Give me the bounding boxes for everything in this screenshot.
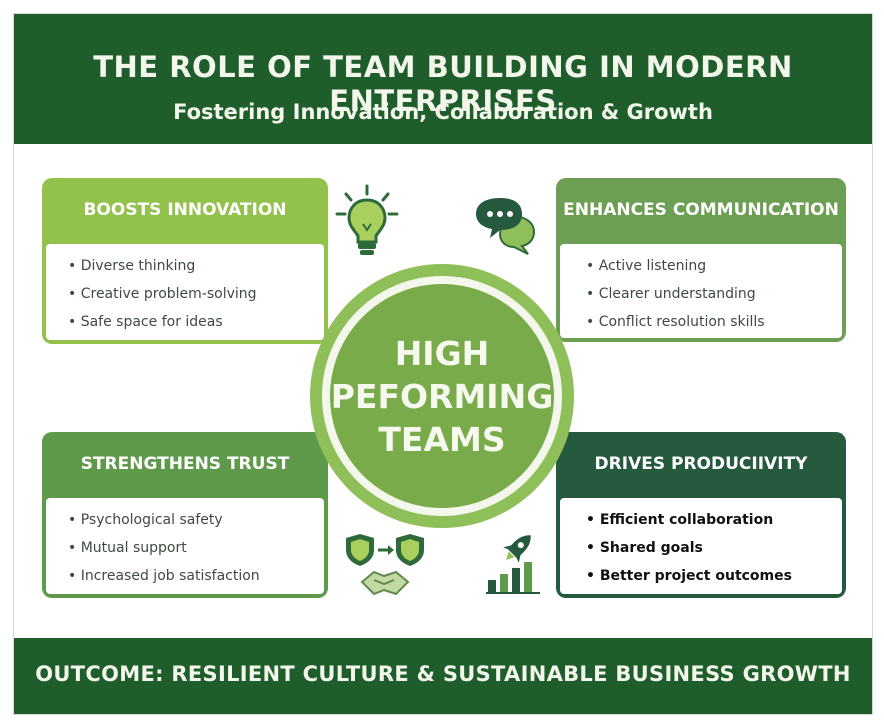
- list-item: Better project outcomes: [586, 562, 842, 590]
- rocket-growth-chart-icon: [486, 535, 540, 594]
- hub-text-line: TEAMS: [378, 419, 506, 459]
- header-banner: THE ROLE OF TEAM BUILDING IN MODERN ENTE…: [14, 14, 872, 144]
- hub-center: HIGH PEFORMING TEAMS: [330, 284, 554, 508]
- card-title: BOOSTS INNOVATION: [83, 200, 287, 220]
- card-title: DRIVES PRODUCIIVITY: [594, 454, 808, 474]
- card-list: Efficient collaboration Shared goals Bet…: [560, 498, 842, 594]
- lightbulb-icon: [335, 184, 399, 255]
- card-title: ENHANCES COMMUNICATION: [563, 200, 839, 220]
- card-list: Psychological safety Mutual support Incr…: [46, 498, 324, 594]
- shields-handshake-icon: [346, 534, 424, 596]
- list-item: Shared goals: [586, 534, 842, 562]
- list-item: Mutual support: [68, 534, 324, 562]
- list-item: Creative problem-solving: [68, 280, 324, 308]
- list-item: Conflict resolution skills: [586, 308, 842, 336]
- list-item: Safe space for ideas: [68, 308, 324, 336]
- card-title: STRENGTHENS TRUST: [80, 454, 290, 474]
- card-enhances-communication: ENHANCES COMMUNICATION Active listening …: [556, 178, 846, 342]
- list-item: Efficient collaboration: [586, 506, 842, 534]
- card-strengthens-trust: STRENGTHENS TRUST Psychological safety M…: [42, 432, 328, 598]
- page-subtitle: Fostering Innovation, Collaboration & Gr…: [173, 100, 713, 124]
- list-item: Increased job satisfaction: [68, 562, 324, 590]
- hub-text-line: PEFORMING: [330, 376, 554, 416]
- footer-banner: OUTCOME: RESILIENT CULTURE & SUSTAINABLE…: [14, 638, 872, 714]
- list-item: Diverse thinking: [68, 252, 324, 280]
- card-boosts-innovation: BOOSTS INNOVATION Diverse thinking Creat…: [42, 178, 328, 344]
- page-title: THE ROLE OF TEAM BUILDING IN MODERN ENTE…: [93, 50, 793, 118]
- card-list: Diverse thinking Creative problem-solvin…: [46, 244, 324, 340]
- card-drives-productivity: DRIVES PRODUCIIVITY Efficient collaborat…: [556, 432, 846, 598]
- list-item: Psychological safety: [68, 506, 324, 534]
- card-list: Active listening Clearer understanding C…: [560, 244, 842, 338]
- hub-text-line: HIGH: [394, 333, 490, 373]
- chat-bubbles-icon: [476, 198, 536, 255]
- list-item: Clearer understanding: [586, 280, 842, 308]
- list-item: Active listening: [586, 252, 842, 280]
- outcome-text: OUTCOME: RESILIENT CULTURE & SUSTAINABLE…: [35, 662, 851, 686]
